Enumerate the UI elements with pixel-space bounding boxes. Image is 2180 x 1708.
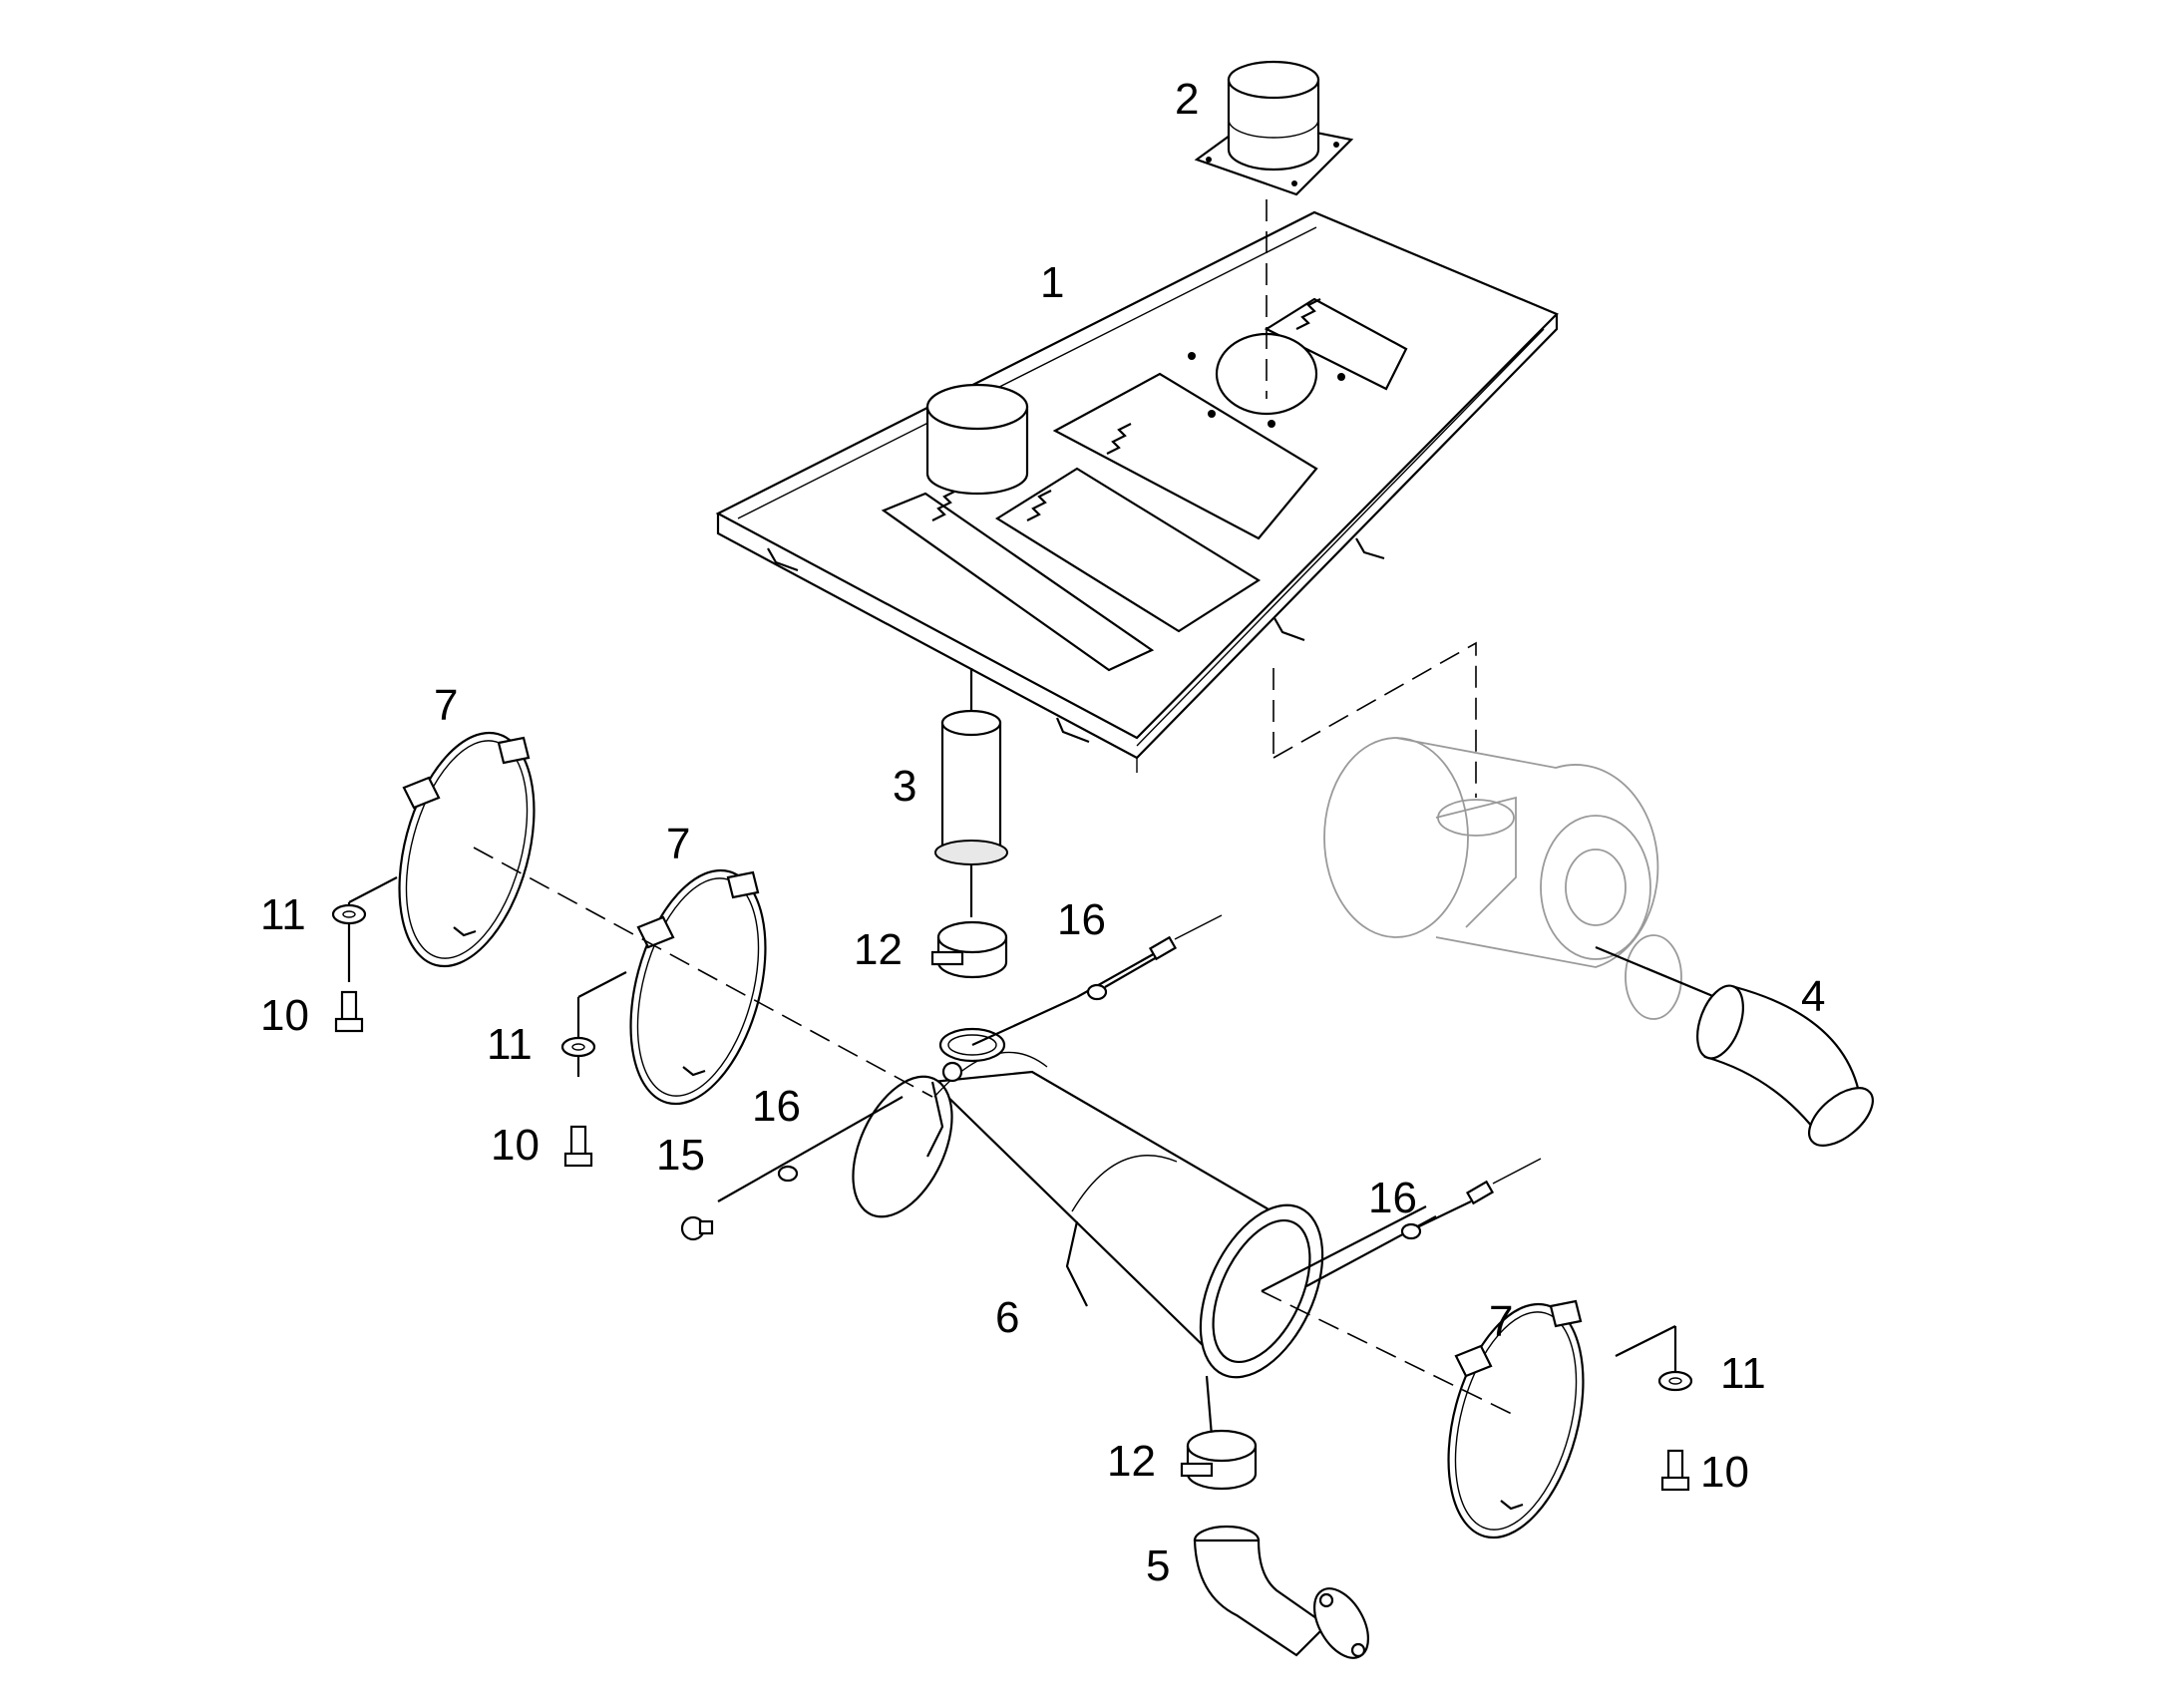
- hose-part-4: [1595, 945, 1874, 1147]
- callout-10-a: 10: [260, 991, 309, 1040]
- band-clamp-part-7-c: [1447, 1299, 1585, 1539]
- callout-11-a: 11: [260, 890, 306, 939]
- sensor-part-16-right: [1400, 1158, 1542, 1240]
- callout-6: 6: [995, 1293, 1019, 1342]
- washer-part-11-a: [331, 903, 367, 925]
- sensor-part-16-upper: [1086, 914, 1223, 1001]
- bolt-part-10-b: [563, 1125, 593, 1168]
- clamp-part-12-lower: [1180, 1429, 1258, 1491]
- band-clamp-part-7-a: [398, 731, 536, 968]
- callout-16-b: 16: [752, 1082, 801, 1131]
- elbow-part-5: [1193, 1375, 1370, 1659]
- washer-part-11-c: [1657, 1370, 1693, 1392]
- callout-16-c: 16: [1368, 1174, 1417, 1222]
- callout-labels: 1 2 3 4 5 6 7 7 7 10 10 10 11 11 11 12 1…: [260, 75, 1825, 1590]
- callout-3: 3: [893, 762, 916, 811]
- callout-16-a: 16: [1057, 895, 1106, 944]
- callout-15: 15: [656, 1131, 705, 1180]
- clamp-part-12-upper: [930, 920, 1008, 979]
- callout-7-a: 7: [434, 681, 458, 730]
- callout-12-b: 12: [1107, 1437, 1156, 1486]
- callout-1: 1: [1040, 258, 1064, 307]
- callout-7-b: 7: [666, 820, 690, 868]
- callout-4: 4: [1801, 972, 1825, 1021]
- callout-2: 2: [1175, 75, 1199, 124]
- washer-part-11-b: [560, 1036, 596, 1058]
- callout-10-c: 10: [1700, 1448, 1749, 1497]
- band-clamp-part-7-b: [629, 868, 767, 1106]
- plug-part-15: [680, 1215, 714, 1241]
- seal-part-16-left: [777, 1165, 799, 1183]
- callout-12-a: 12: [854, 925, 903, 974]
- intake-cap-part-2: [1194, 60, 1354, 399]
- air-cleaner-ghost: [1272, 641, 1682, 1020]
- callout-11-c: 11: [1720, 1349, 1766, 1398]
- mounting-plate-part-1: [715, 210, 1559, 773]
- callout-5: 5: [1146, 1541, 1170, 1590]
- bolt-part-10-c: [1660, 1449, 1690, 1492]
- callout-7-c: 7: [1489, 1297, 1513, 1346]
- bolt-part-10-a: [334, 990, 364, 1033]
- callout-10-b: 10: [491, 1121, 540, 1170]
- pipe-part-3: [934, 668, 1008, 917]
- callout-11-b: 11: [487, 1020, 533, 1069]
